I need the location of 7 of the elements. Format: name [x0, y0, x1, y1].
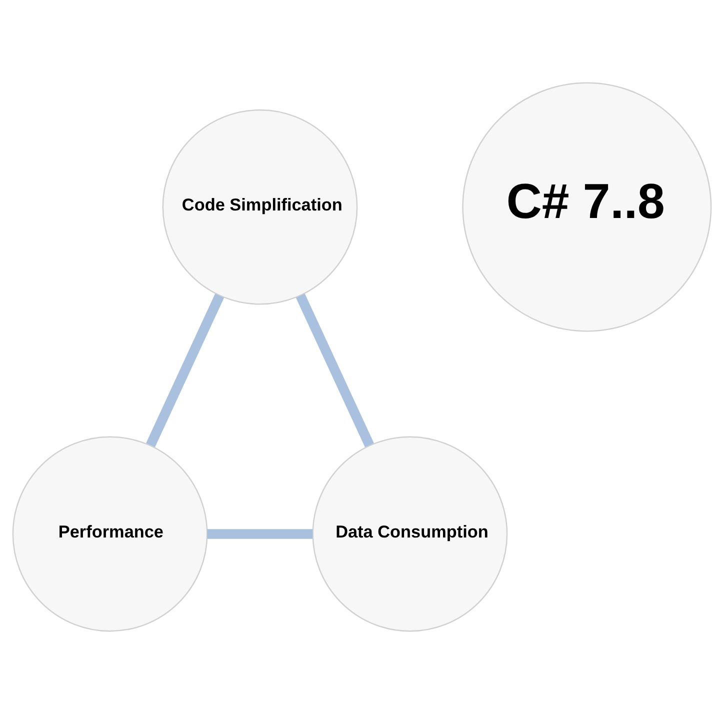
connector — [146, 293, 224, 447]
node-circle: C# 7..8 — [462, 82, 712, 332]
node-circle: Data Consumption — [312, 436, 508, 632]
connector — [296, 293, 374, 447]
node-circle: Code Simplification — [162, 108, 358, 304]
node-circle: Performance — [12, 436, 208, 632]
connector — [207, 528, 313, 538]
